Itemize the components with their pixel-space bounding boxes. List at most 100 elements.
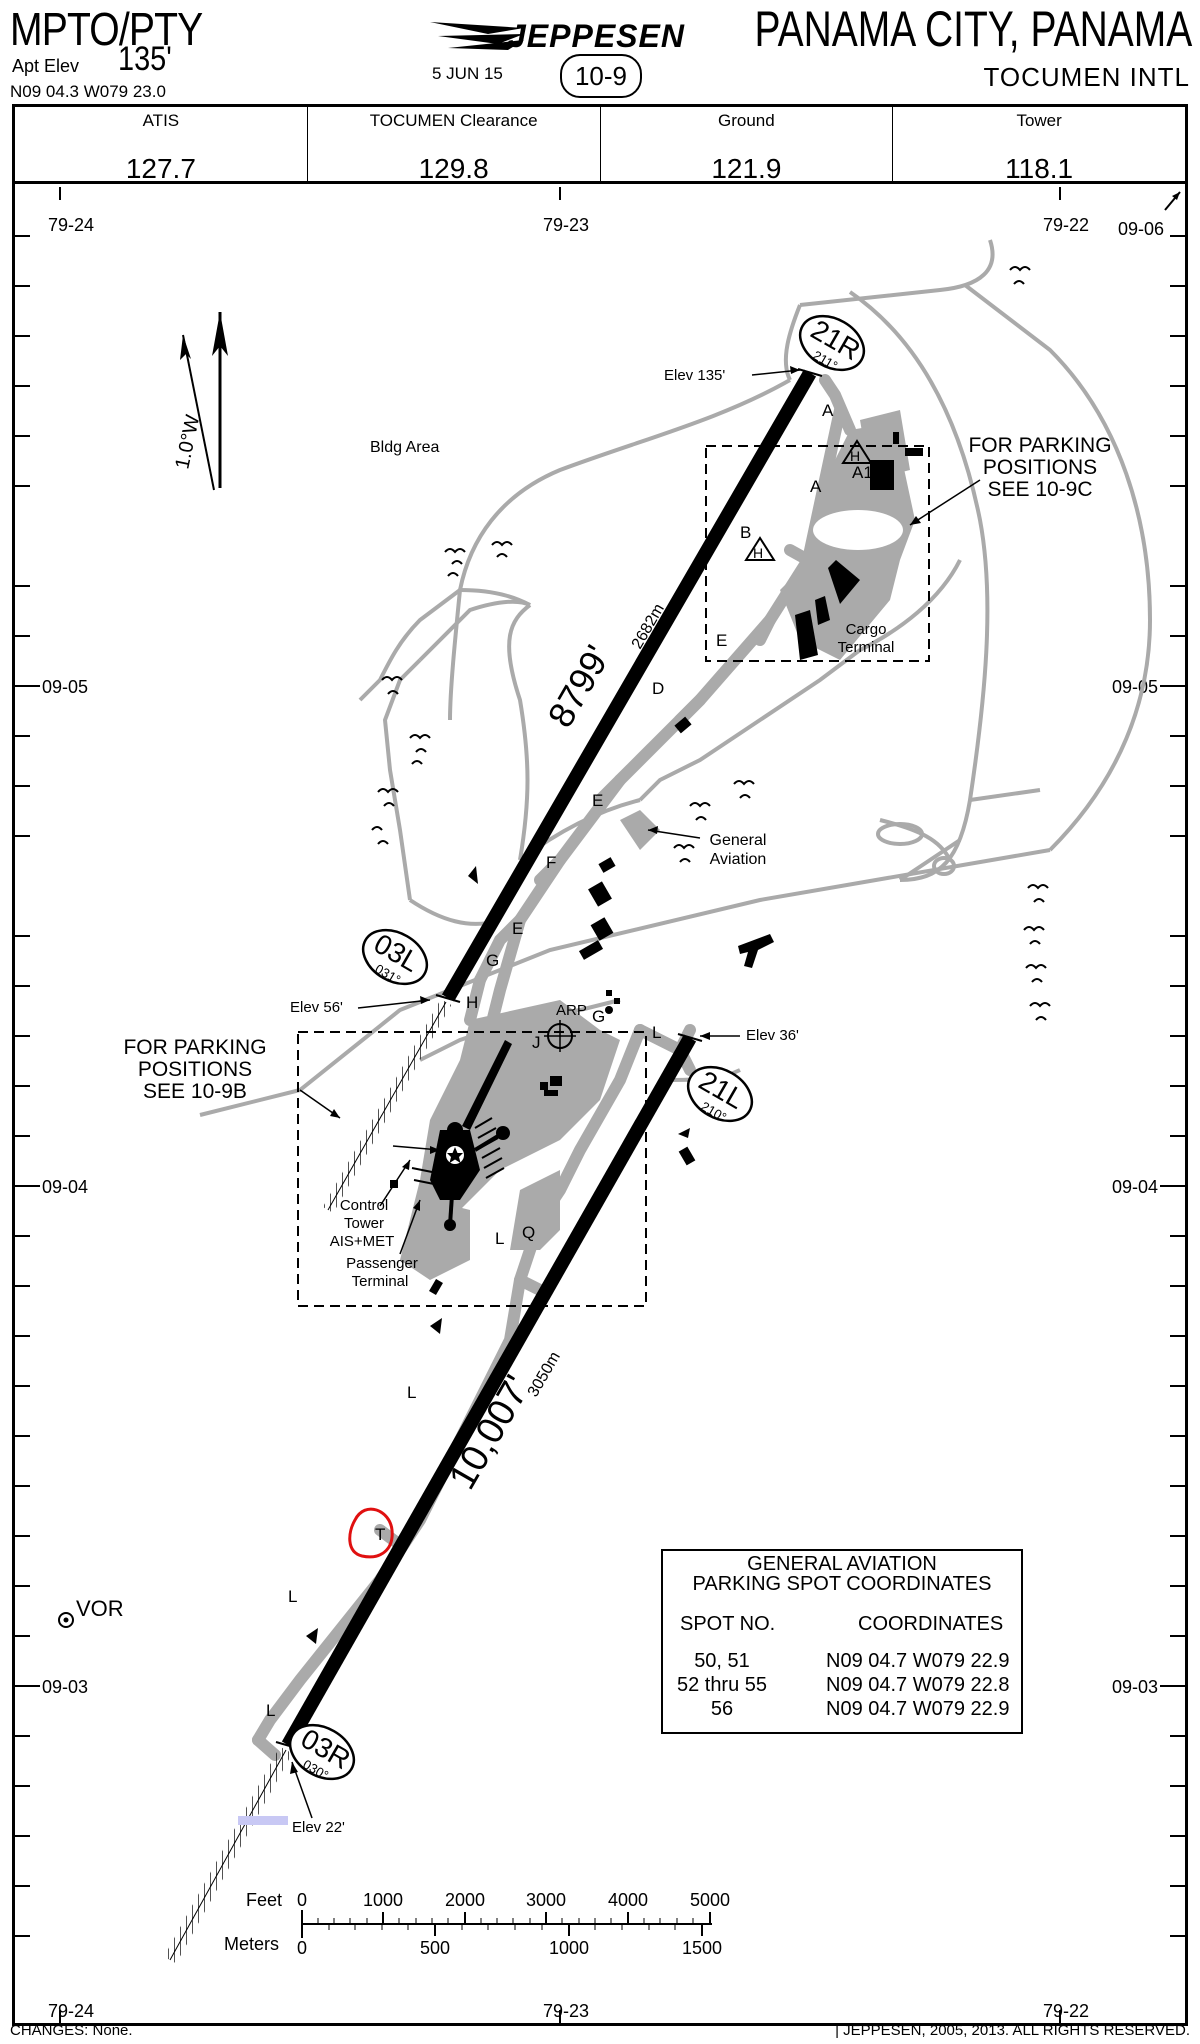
taxiway-label: G <box>486 951 499 970</box>
label-line: Aviation <box>710 851 767 868</box>
lon-label: 79-23 <box>543 215 589 235</box>
label-line: AIS+MET <box>330 1233 395 1250</box>
scale-tick: 1000 <box>363 1890 403 1910</box>
note-line: SEE 10-9B <box>143 1080 247 1103</box>
lat-label: 09-05 <box>42 677 88 697</box>
freq-name: Tower <box>1016 111 1062 130</box>
runway-length-m: 3050m <box>525 1349 564 1400</box>
highlight-taxiway-t <box>348 1507 394 1559</box>
taxiway-label: L <box>288 1587 297 1606</box>
scale-tick: 0 <box>297 1890 307 1910</box>
table-cell: N09 04.7 W079 22.9 <box>826 1698 1009 1720</box>
note-line: SEE 10-9C <box>987 478 1092 501</box>
runway-end-03l <box>361 928 429 986</box>
table-cell: N09 04.7 W079 22.9 <box>826 1650 1009 1672</box>
taxiway-label: Q <box>522 1223 535 1242</box>
border-ticks <box>15 187 1185 2023</box>
freq-value: 129.8 <box>418 153 489 184</box>
taxiway-label: E <box>512 919 523 938</box>
freq-cell-ground: Ground 121.9 <box>601 107 894 184</box>
taxiway-label: H <box>466 993 478 1012</box>
table-title: GENERAL AVIATION <box>747 1553 937 1575</box>
scale-bar: Feet Meters <box>224 1890 730 1958</box>
table-cell: 50, 51 <box>694 1650 750 1672</box>
label-line: Terminal <box>838 639 895 656</box>
note-line: POSITIONS <box>983 456 1097 479</box>
heliport-b-icon: H <box>744 536 776 561</box>
airport-identifier: MPTO/PTY <box>10 3 203 55</box>
lat-label: 09-04 <box>1112 1177 1158 1197</box>
scale-tick: 2000 <box>445 1890 485 1910</box>
general-aviation-label: General Aviation <box>710 832 767 868</box>
note-line: POSITIONS <box>138 1058 252 1081</box>
taxiway-label: D <box>652 679 664 698</box>
freq-name: TOCUMEN Clearance <box>369 111 538 130</box>
lat-label: 09-06 <box>1118 219 1164 239</box>
label-line: Cargo <box>846 621 887 638</box>
freq-value: 127.7 <box>125 153 196 184</box>
runway-end-21r <box>798 314 866 372</box>
freq-name: Ground <box>718 111 775 130</box>
runway-end-03r <box>288 1723 356 1781</box>
chart-frame <box>12 184 1188 2026</box>
table-title: PARKING SPOT COORDINATES <box>693 1573 992 1595</box>
heliport-a1-icon: H <box>841 439 873 464</box>
label-line: Terminal <box>352 1273 409 1290</box>
taxiway-label: L <box>407 1383 416 1402</box>
gate-markings <box>411 1117 505 1185</box>
table-cell: N09 04.7 W079 22.8 <box>826 1674 1009 1696</box>
magnetic-variation: 1.0°W <box>171 413 204 471</box>
freq-cell-atis: ATIS 127.7 <box>15 107 308 184</box>
table-header: SPOT NO. <box>680 1613 775 1635</box>
scale-tick: 1500 <box>682 1938 722 1958</box>
lat-label: 09-03 <box>1112 1677 1158 1697</box>
approach-lights-03r <box>163 1746 293 1964</box>
jeppesen-logo-text: JEPPESEN <box>508 18 685 54</box>
lon-label: 79-22 <box>1043 215 1089 235</box>
windsock-icon <box>306 866 690 1644</box>
taxiway-label: E <box>716 631 727 650</box>
lon-label: 79-23 <box>543 2001 589 2021</box>
service-roads <box>199 239 1153 1117</box>
lon-label: 79-24 <box>48 215 94 235</box>
jeppesen-logo-icon <box>430 22 524 50</box>
bldg-area-label: Bldg Area <box>370 439 439 456</box>
scale-tick: 1000 <box>549 1938 589 1958</box>
scale-tick: 500 <box>420 1938 450 1958</box>
vor-icon <box>58 1612 74 1628</box>
scale-tick: 5000 <box>690 1890 730 1910</box>
scale-tick: 3000 <box>526 1890 566 1910</box>
taxiway-label: A <box>822 401 834 420</box>
taxiway-label: E <box>592 791 603 810</box>
ga-apron <box>620 810 660 850</box>
scale-label-meters: Meters <box>224 1934 279 1954</box>
taxiway-label: T <box>375 1525 385 1544</box>
lon-label: 79-24 <box>48 2001 94 2021</box>
tree-symbols <box>371 266 1051 1021</box>
elevation-callout: Elev 135' <box>664 367 725 384</box>
cargo-terminal-label: Cargo Terminal <box>838 621 895 656</box>
airport-name: TOCUMEN INTL <box>983 62 1190 92</box>
taxiway-label: L <box>495 1229 504 1248</box>
svg-text:H: H <box>850 448 860 464</box>
taxiway-label: L <box>266 1701 275 1720</box>
taxiway-label: A1 <box>852 463 873 482</box>
elevation-callout: Elev 56' <box>290 999 343 1016</box>
freq-name: ATIS <box>142 111 180 130</box>
freq-value: 118.1 <box>1005 153 1074 184</box>
table-header: COORDINATES <box>858 1613 1003 1635</box>
freq-cell-clearance: TOCUMEN Clearance 129.8 <box>308 107 601 184</box>
passenger-terminal-label: Passenger Terminal <box>346 1255 418 1290</box>
north-arrow-icon <box>180 312 228 491</box>
scale-label-feet: Feet <box>246 1890 282 1910</box>
airport-coordinates: N09 04.3 W079 23.0 <box>10 82 166 101</box>
elevation-callout: Elev 22' <box>292 1819 345 1836</box>
scale-tick: 4000 <box>608 1890 648 1910</box>
taxiway-label: A <box>810 477 822 496</box>
parking-area-10-9c <box>705 445 930 662</box>
lat-label: 09-05 <box>1112 677 1158 697</box>
runway-end-21l <box>686 1065 754 1123</box>
parking-note-10-9c: FOR PARKING POSITIONS SEE 10-9C <box>968 434 1111 501</box>
parking-area-10-9b <box>297 1031 647 1307</box>
